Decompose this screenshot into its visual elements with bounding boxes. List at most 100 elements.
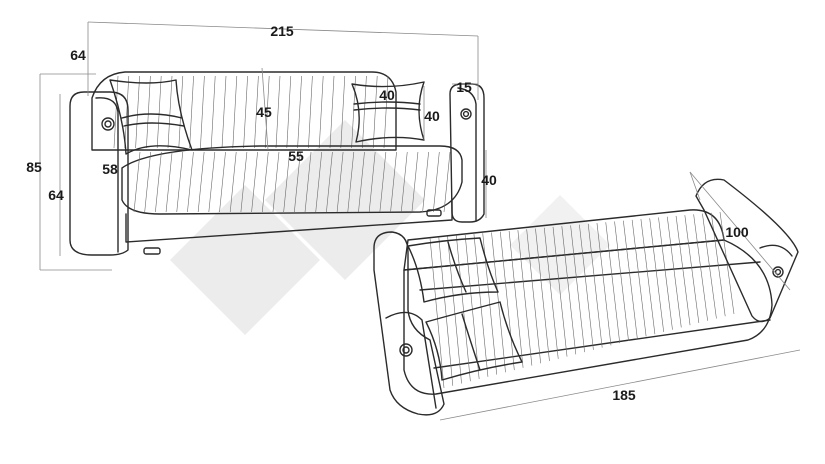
- sofa-front-view: [39, 21, 487, 271]
- stitch-line: [587, 223, 603, 348]
- stitch-line: [146, 75, 151, 149]
- label-arm-width: 15: [456, 79, 472, 95]
- stitch-line: [144, 151, 151, 213]
- stitch-line: [135, 75, 140, 149]
- stitch-line: [297, 75, 302, 149]
- stitch-line: [372, 75, 378, 149]
- label-bed-length: 185: [612, 387, 636, 403]
- stitch-line: [167, 75, 173, 149]
- stitch-line: [272, 151, 280, 213]
- stitch-line: [473, 234, 489, 377]
- stitch-line: [351, 75, 356, 149]
- stitch-line: [264, 75, 270, 149]
- stitch-line: [232, 75, 238, 149]
- seat-stitching: [133, 151, 451, 213]
- stitch-line: [304, 151, 312, 213]
- stitch-line: [666, 216, 682, 328]
- stitch-line: [243, 75, 248, 149]
- stitch-line: [347, 151, 355, 213]
- stitch-line: [318, 75, 324, 149]
- stitch-line: [368, 151, 376, 213]
- stitch-line: [702, 213, 717, 319]
- stitch-line: [438, 237, 454, 386]
- stitch-line: [443, 151, 451, 213]
- stitch-line: [200, 75, 205, 149]
- stitch-line: [596, 222, 612, 346]
- stitch-line: [340, 75, 346, 149]
- stitch-line: [358, 151, 365, 213]
- stitch-line: [535, 228, 550, 362]
- stitch-line: [429, 237, 445, 389]
- label-arm-depth: 64: [70, 47, 86, 63]
- label-seat-height: 64: [48, 187, 64, 203]
- stitch-line: [210, 75, 216, 149]
- label-cushion-height: 40: [424, 108, 440, 124]
- stitch-line: [684, 215, 700, 324]
- stitch-line: [176, 151, 184, 213]
- stitch-line: [383, 75, 389, 149]
- stitch-line: [326, 151, 333, 213]
- stitch-line: [229, 151, 237, 213]
- stitch-line: [693, 214, 708, 321]
- stitch-line: [447, 236, 462, 384]
- stitch-line: [189, 75, 194, 149]
- stitch-line: [561, 226, 577, 355]
- stitch-line: [543, 227, 559, 359]
- backrest-stitching: [113, 75, 389, 149]
- stitch-line: [294, 151, 301, 213]
- stitch-line: [579, 224, 594, 350]
- stitch-line: [640, 219, 656, 335]
- label-total-width: 215: [270, 23, 294, 39]
- stitch-line: [286, 75, 292, 149]
- stitch-line: [187, 151, 194, 213]
- stitch-line: [526, 229, 541, 364]
- label-arm-height: 58: [102, 161, 118, 177]
- label-cushion-width: 40: [379, 87, 395, 103]
- stitch-line: [251, 151, 258, 213]
- stitch-line: [719, 211, 735, 315]
- stitch-line: [155, 151, 162, 213]
- stitch-line: [283, 151, 290, 213]
- label-total-height: 85: [26, 159, 42, 175]
- stitch-line: [464, 234, 480, 380]
- stitch-line: [219, 151, 226, 213]
- stitch-line: [508, 230, 524, 368]
- stitch-line: [631, 219, 647, 337]
- stitch-line: [261, 151, 269, 213]
- stitch-line: [156, 75, 162, 149]
- stitch-line: [221, 75, 227, 149]
- stitch-line: [570, 225, 585, 353]
- stitch-line: [275, 75, 281, 149]
- stitch-line: [500, 231, 515, 371]
- stitch-line: [605, 222, 621, 344]
- label-seat-depth: 55: [288, 148, 304, 164]
- stitch-line: [456, 235, 471, 382]
- stitch-line: [315, 151, 323, 213]
- stitch-line: [390, 151, 397, 213]
- stitch-line: [658, 217, 673, 330]
- label-frame-height: 40: [481, 172, 497, 188]
- stitch-line: [623, 220, 638, 339]
- stitch-line: [362, 75, 367, 149]
- stitch-line: [336, 151, 344, 213]
- label-back-height: 45: [256, 104, 272, 120]
- stitch-line: [400, 151, 408, 213]
- stitch-line: [329, 75, 335, 149]
- stitch-line: [552, 226, 568, 357]
- stitch-line: [308, 75, 313, 149]
- stitch-line: [411, 151, 419, 213]
- stitch-line: [208, 151, 216, 213]
- stitch-line: [113, 75, 119, 149]
- label-bed-width: 100: [725, 224, 749, 240]
- stitch-line: [649, 218, 664, 332]
- stitch-line: [240, 151, 248, 213]
- stitch-line: [675, 215, 691, 326]
- stitch-line: [379, 151, 387, 213]
- stitch-line: [165, 151, 173, 213]
- stitch-line: [124, 75, 130, 149]
- stitch-line: [433, 151, 440, 213]
- stitch-line: [254, 75, 259, 149]
- stitch-line: [197, 151, 205, 213]
- sofa-bed-view: [373, 171, 801, 421]
